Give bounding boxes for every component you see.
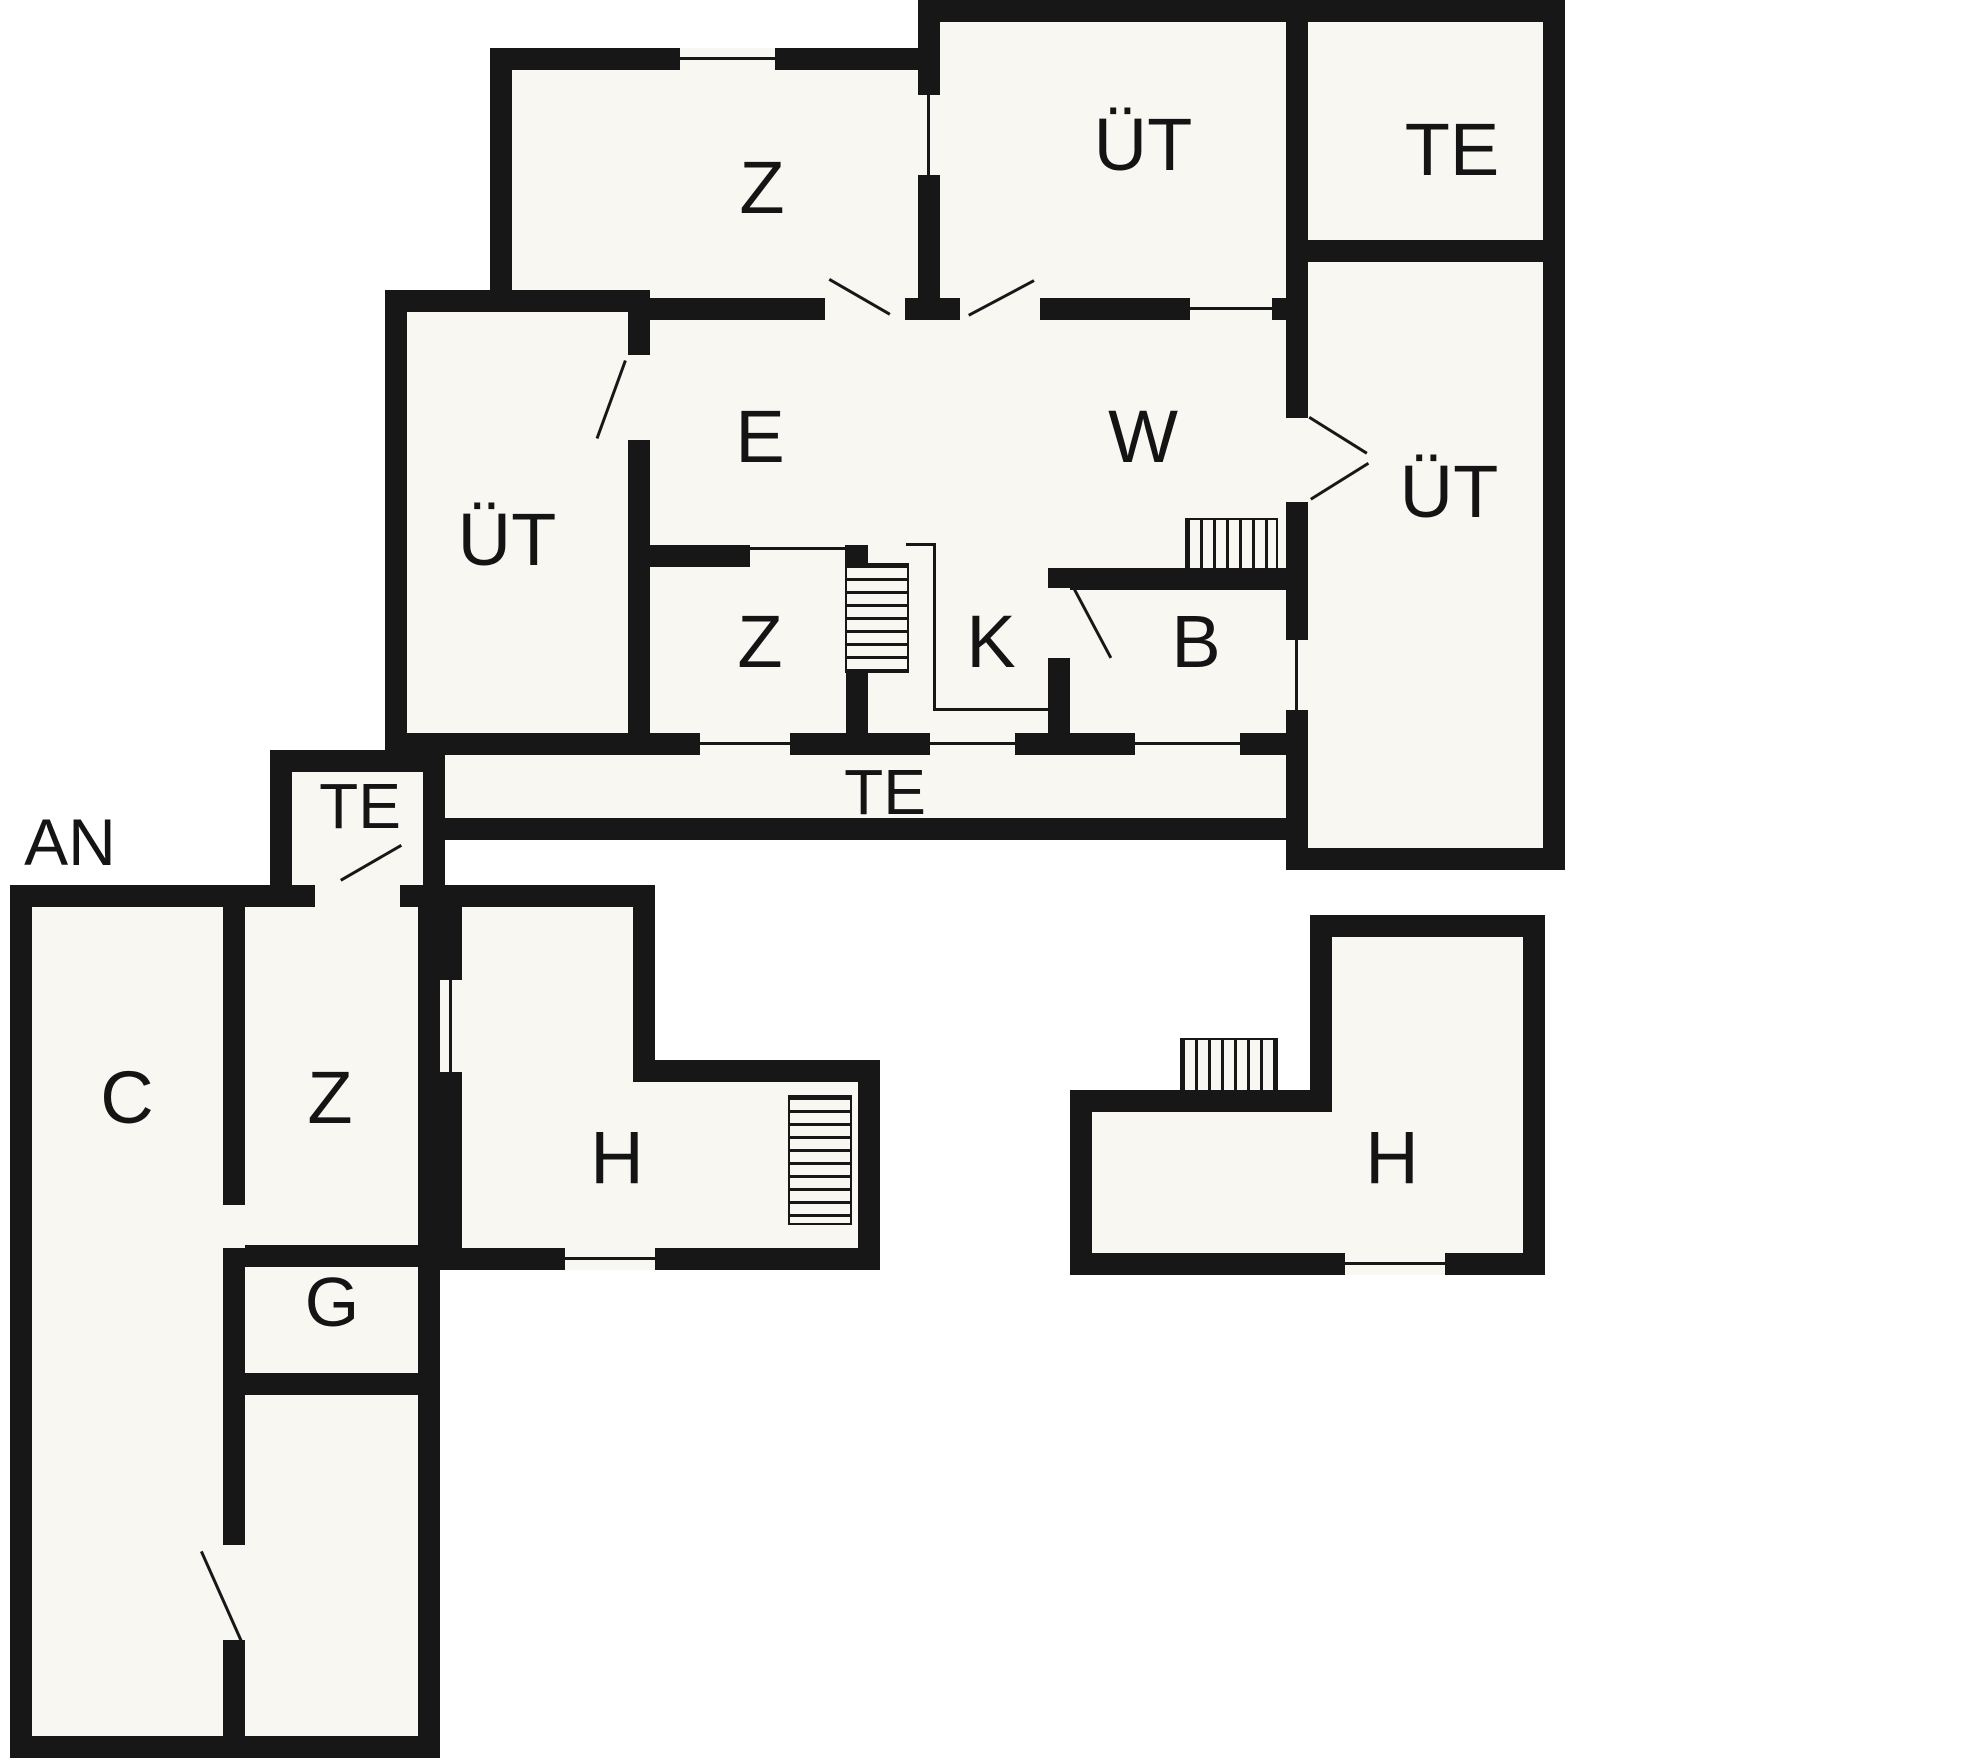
terrace-bottom-wall [445, 818, 1308, 840]
window-line [930, 742, 1015, 745]
stairs-central [845, 563, 909, 673]
room-label-z-annex: Z [307, 1056, 353, 1139]
door-opening [1048, 588, 1070, 658]
room-label-te-top: TE [1404, 108, 1500, 191]
partition-line [933, 708, 1051, 711]
room-annex-hall [223, 1373, 440, 1758]
room-label-w: W [1108, 395, 1178, 478]
room-h-middle-join [462, 1060, 633, 1082]
annex-label-an: AN [24, 805, 116, 879]
room-label-te-terrace: TE [844, 756, 926, 828]
window-line [1295, 640, 1298, 710]
window-line [449, 980, 452, 1072]
room-label-k: K [966, 600, 1016, 683]
room-label-h-right: H [1365, 1116, 1419, 1199]
room-h-right-upper [1310, 915, 1545, 1112]
room-h-middle-lower [440, 1060, 880, 1270]
window-line [565, 1257, 655, 1260]
stairs-w [1185, 518, 1278, 570]
room-label-z-small: Z [737, 600, 783, 683]
room-z-top [490, 48, 940, 320]
window-line [700, 742, 790, 745]
room-c [10, 885, 245, 1758]
window-line [680, 57, 775, 60]
terrace-right-wall [1286, 755, 1308, 840]
door-opening [750, 545, 845, 567]
door-opening [960, 298, 1040, 320]
room-h-right-lower [1070, 1090, 1545, 1275]
room-label-b: B [1171, 600, 1221, 683]
door-opening [223, 1205, 245, 1248]
room-label-ut-top: ÜT [1093, 103, 1193, 186]
stairs-h-middle [788, 1095, 852, 1225]
door-opening [1286, 418, 1308, 502]
room-label-ut-left: ÜT [457, 498, 557, 581]
room-label-g: G [304, 1263, 360, 1341]
partition-line [906, 543, 936, 546]
room-h-right-join [1332, 1090, 1523, 1112]
room-label-c: C [100, 1056, 154, 1139]
door-opening [315, 885, 400, 907]
room-b [1048, 568, 1308, 755]
room-label-h-middle: H [590, 1116, 644, 1199]
door-opening [628, 355, 650, 440]
room-label-e: E [735, 395, 785, 478]
room-label-te-small: TE [319, 770, 401, 842]
window-line [927, 95, 930, 175]
room-h-middle-upper [440, 885, 655, 1082]
stairs-h-right [1180, 1038, 1278, 1092]
room-ut-right [1286, 240, 1565, 870]
room-z-small [628, 545, 868, 755]
window-line [1190, 307, 1272, 310]
door-opening [825, 298, 905, 320]
room-g [223, 1245, 440, 1395]
window-line [1135, 742, 1240, 745]
room-label-z-top: Z [739, 146, 785, 229]
window-line [1345, 1262, 1445, 1265]
door-lintel-line [750, 547, 845, 550]
terrace-area [445, 755, 1286, 818]
room-label-ut-right: ÜT [1399, 450, 1499, 533]
partition-line [933, 543, 936, 711]
